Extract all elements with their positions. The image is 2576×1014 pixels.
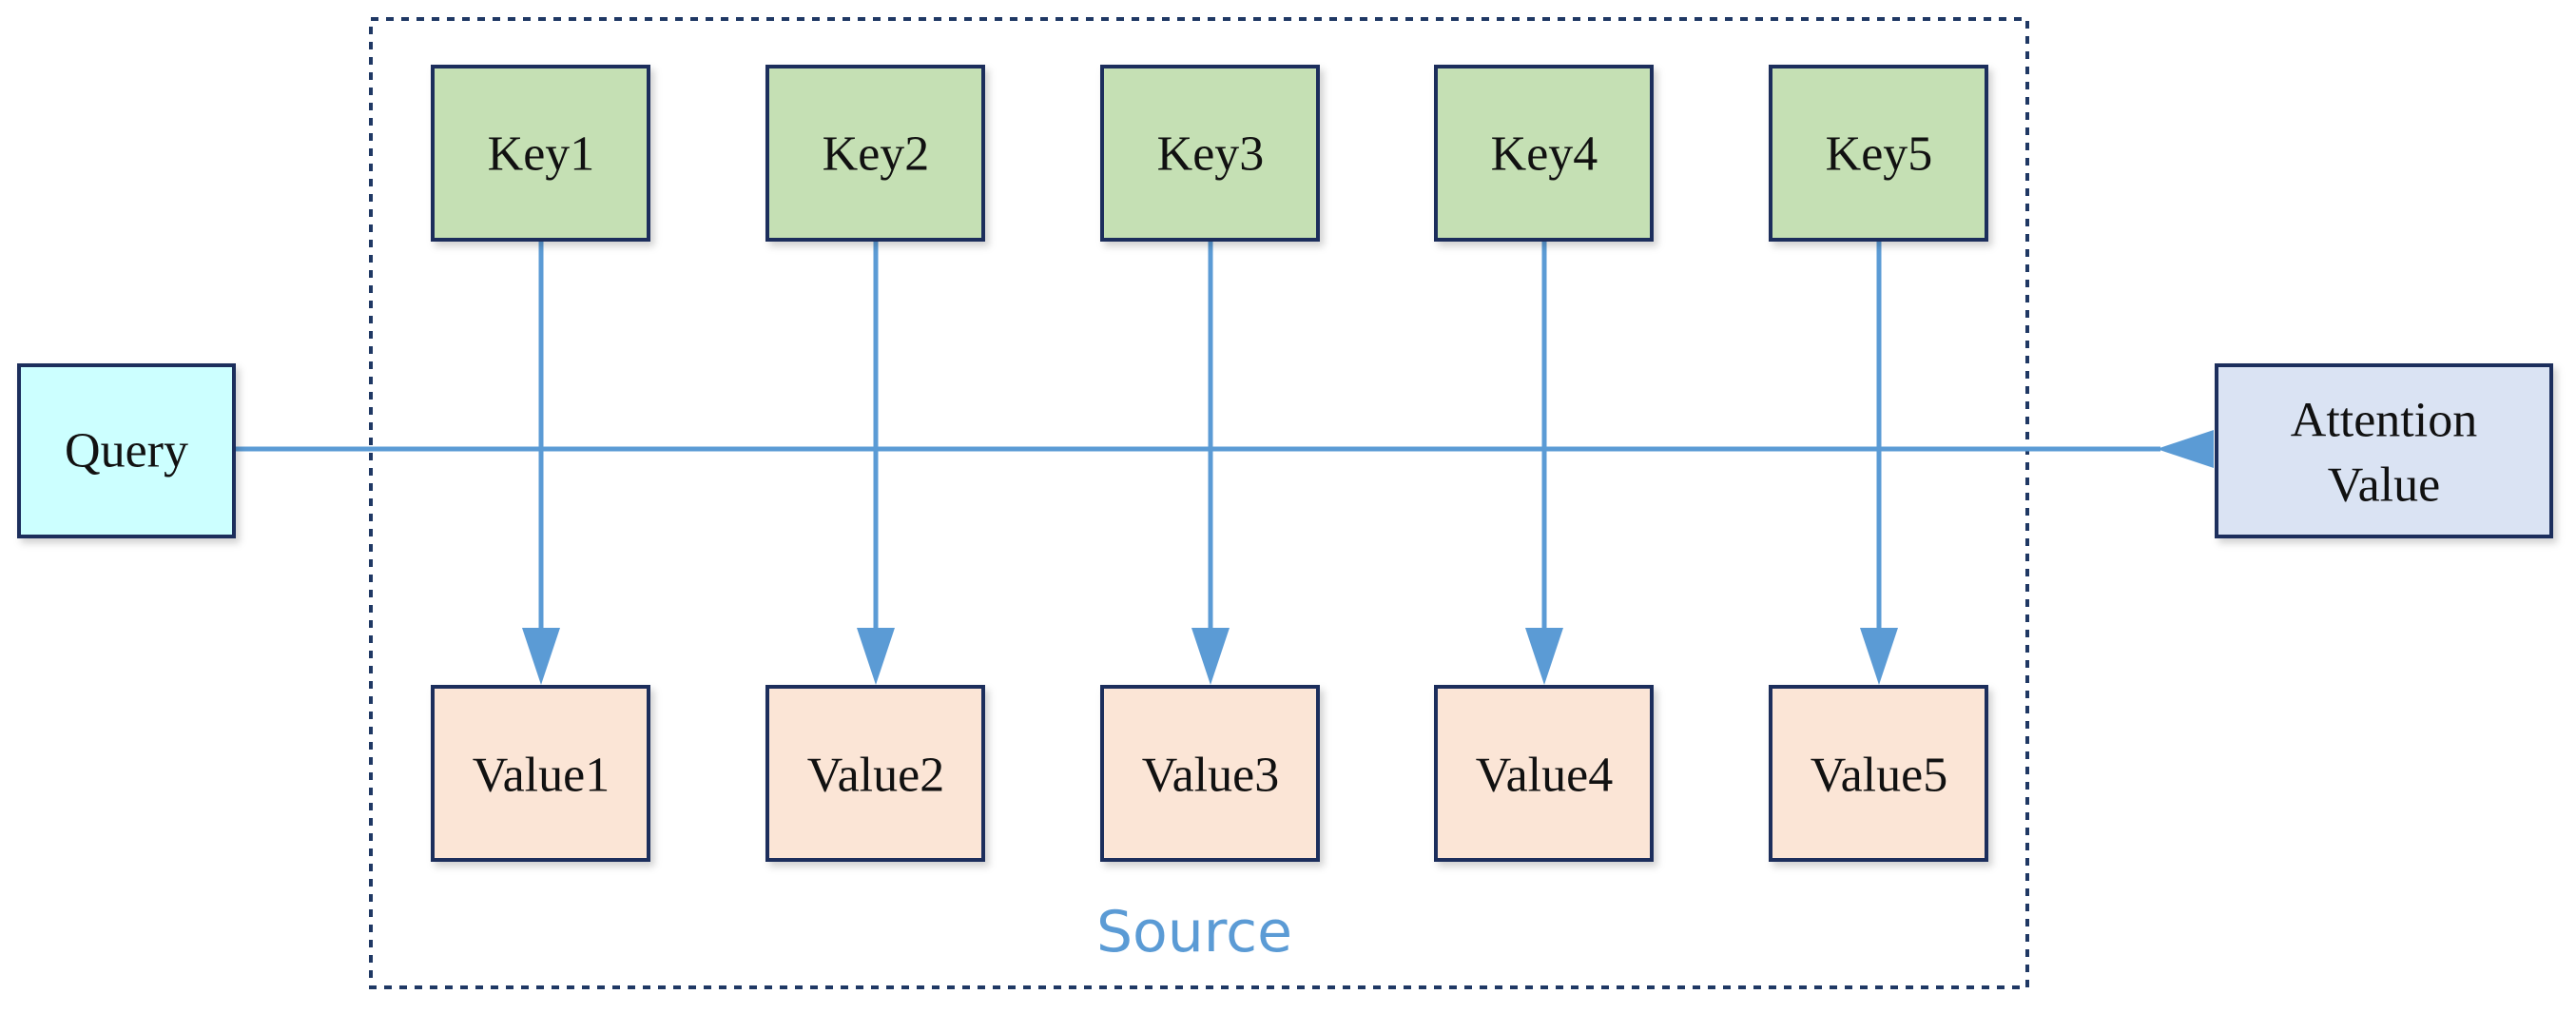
key-box xyxy=(431,65,650,242)
key-label: Key2 xyxy=(823,127,930,182)
value-label: Value2 xyxy=(807,749,944,803)
value-row: Value1 Value2 Value3 Value4 Value5 xyxy=(431,685,1988,862)
key-box xyxy=(765,65,985,242)
value-label: Value4 xyxy=(1476,749,1613,803)
key-node: Key4 xyxy=(1434,65,1654,242)
query-box xyxy=(17,363,236,538)
key-label: Key1 xyxy=(488,127,595,182)
arrowhead-key2-value2 xyxy=(857,628,895,685)
arrowhead-key5-value5 xyxy=(1860,628,1898,685)
value-label: Value3 xyxy=(1142,749,1279,803)
value-label: Value5 xyxy=(1811,749,1947,803)
key-label: Key5 xyxy=(1826,127,1933,182)
key-row: Key1 Key2 Key3 Key4 Key5 xyxy=(431,65,1988,242)
source-container xyxy=(369,17,2029,989)
key-label: Key4 xyxy=(1491,127,1598,182)
arrowhead-key1-value1 xyxy=(522,628,560,685)
key-node: Key5 xyxy=(1769,65,1988,242)
value-box xyxy=(765,685,985,862)
value-box xyxy=(1434,685,1654,862)
attention-value-node: Attention Value xyxy=(2215,363,2553,538)
value-box xyxy=(431,685,650,862)
key-node: Key1 xyxy=(431,65,650,242)
key-box xyxy=(1434,65,1654,242)
query-node: Query xyxy=(17,363,236,538)
key-label: Key3 xyxy=(1157,127,1265,182)
key-value-arrows xyxy=(522,240,1898,685)
value-box xyxy=(1769,685,1988,862)
query-arrow-head xyxy=(2157,430,2214,468)
arrowhead-key4-value4 xyxy=(1525,628,1563,685)
arrowhead-key3-value3 xyxy=(1191,628,1230,685)
attention-value-box xyxy=(2215,363,2553,538)
attention-value-label-line1: Attention xyxy=(2291,394,2477,448)
value-label: Value1 xyxy=(473,749,610,803)
value-node: Value1 xyxy=(431,685,650,862)
attention-value-label-line2: Value xyxy=(2328,458,2440,513)
value-node: Value5 xyxy=(1769,685,1988,862)
value-node: Value4 xyxy=(1434,685,1654,862)
source-label: Source xyxy=(1096,899,1292,965)
value-node: Value3 xyxy=(1100,685,1320,862)
value-box xyxy=(1100,685,1320,862)
key-node: Key3 xyxy=(1100,65,1320,242)
query-label: Query xyxy=(65,424,188,478)
key-box xyxy=(1769,65,1988,242)
key-node: Key2 xyxy=(765,65,985,242)
value-node: Value2 xyxy=(765,685,985,862)
key-box xyxy=(1100,65,1320,242)
